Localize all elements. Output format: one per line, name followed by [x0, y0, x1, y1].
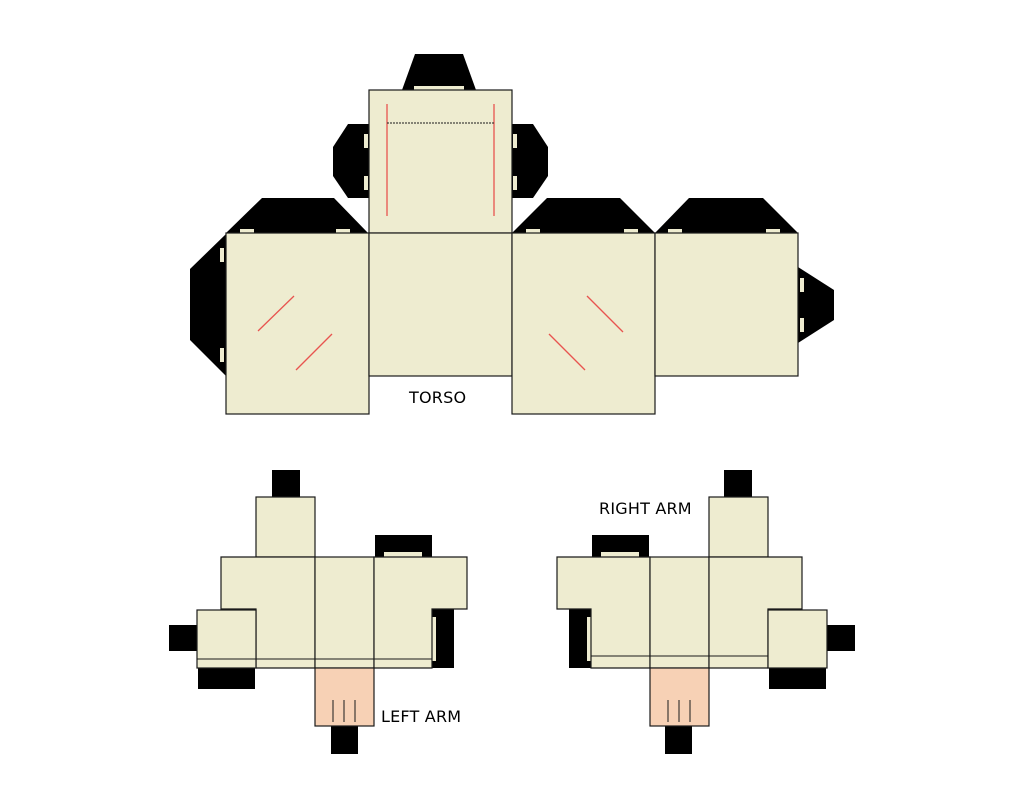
right-arm-finger-lines	[667, 700, 691, 722]
torso-net: TORSO	[190, 54, 834, 415]
torso-label: TORSO	[408, 388, 466, 407]
torso-glue-tabs	[190, 54, 834, 376]
torso-top-tab	[402, 54, 476, 90]
torso-upper-left-tab	[333, 124, 369, 198]
right-arm-panels	[556, 496, 828, 669]
torso-left-panel	[225, 232, 370, 415]
right-arm-side-tab	[569, 609, 591, 668]
torso-left-shoulder-tab	[226, 198, 368, 233]
left-arm-panels	[196, 496, 468, 669]
torso-right-shoulder-tab	[512, 198, 655, 233]
torso-tab-notches	[220, 86, 804, 362]
left-arm-bottom-tab	[198, 668, 255, 689]
right-arm-glue-tabs	[569, 470, 855, 754]
left-arm-shoulder-tab	[375, 535, 432, 557]
torso-back-shoulder-tab	[655, 198, 798, 233]
torso-top-panel	[368, 89, 513, 234]
right-arm-net: RIGHT ARM	[556, 470, 855, 754]
torso-panels	[225, 89, 799, 415]
right-arm-outer-tab	[827, 625, 855, 651]
torso-right-side-tab	[798, 267, 834, 343]
right-arm-hand	[649, 667, 710, 727]
torso-right-panel	[511, 232, 656, 415]
right-arm-top-panel	[708, 496, 769, 558]
left-arm-end-panel	[196, 609, 257, 669]
left-arm-glue-tabs	[169, 470, 454, 754]
left-arm-top-tab	[272, 470, 300, 497]
left-arm-middle-panel	[314, 556, 375, 669]
left-arm-hand	[314, 667, 375, 727]
left-arm-side-tab	[432, 609, 454, 668]
torso-upper-right-tab	[512, 124, 548, 198]
right-arm-top-tab	[724, 470, 752, 497]
torso-front-panel	[368, 232, 513, 377]
torso-left-side-tab	[190, 234, 226, 376]
left-arm-finger-lines	[332, 700, 356, 722]
left-arm-label: LEFT ARM	[381, 707, 461, 726]
left-arm-tab-notches	[384, 552, 436, 661]
right-arm-end-panel	[767, 609, 828, 669]
right-arm-label: RIGHT ARM	[599, 499, 692, 518]
left-arm-net: LEFT ARM	[169, 470, 468, 754]
left-arm-outer-tab	[169, 625, 197, 651]
left-arm-hand-tab	[331, 726, 358, 754]
torso-back-panel	[654, 232, 799, 377]
right-arm-middle-panel	[649, 556, 710, 669]
right-arm-hand-tab	[665, 726, 692, 754]
right-arm-shoulder-tab	[592, 535, 649, 557]
right-arm-tab-notches	[587, 552, 639, 661]
left-arm-top-panel	[255, 496, 316, 558]
right-arm-bottom-tab	[769, 668, 826, 689]
